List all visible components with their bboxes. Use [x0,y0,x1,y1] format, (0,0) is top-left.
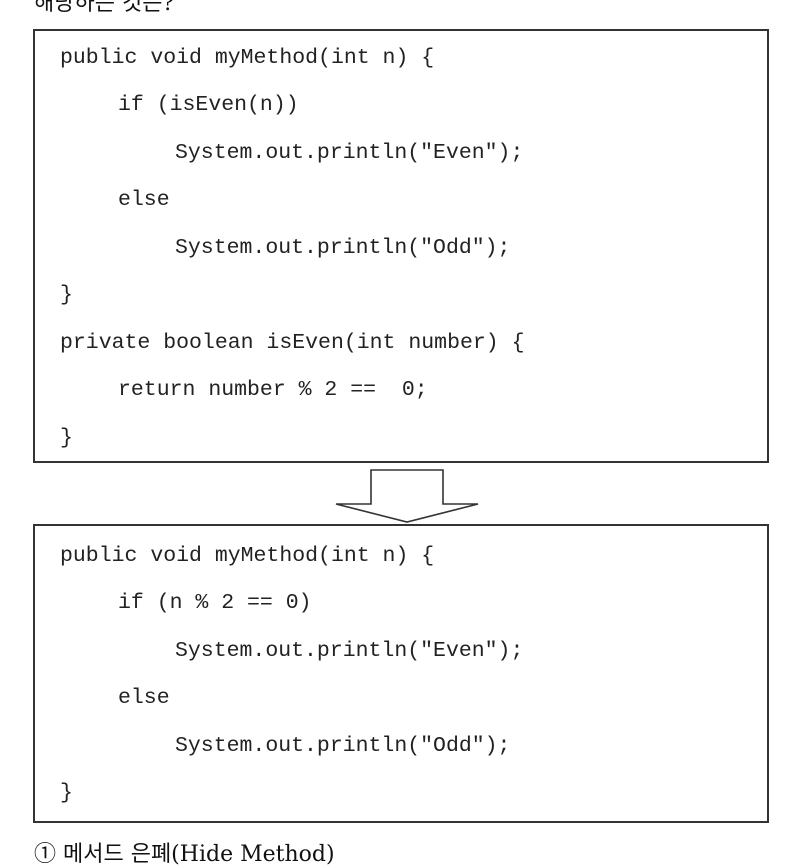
code-line: return number % 2 == 0; [118,378,428,402]
code-line: public void myMethod(int n) { [60,46,435,70]
code-line: System.out.println("Even"); [175,639,524,663]
code-line: } [60,426,73,450]
refactored-code-box: public void myMethod(int n) { if (n % 2 … [33,524,769,823]
code-line: } [60,781,73,805]
code-line: else [118,188,170,212]
down-arrow-icon [335,469,479,523]
code-line: if (isEven(n)) [118,93,299,117]
code-line: else [118,686,170,710]
code-line: } [60,283,73,307]
code-line: System.out.println("Odd"); [175,734,511,758]
code-line: System.out.println("Even"); [175,141,524,165]
original-code-box: public void myMethod(int n) { if (isEven… [33,29,769,463]
question-text-fragment: 해당하는 것은? [34,0,175,16]
code-line: private boolean isEven(int number) { [60,331,525,355]
code-line: if (n % 2 == 0) [118,591,312,615]
code-line: System.out.println("Odd"); [175,236,511,260]
code-line: public void myMethod(int n) { [60,544,435,568]
answer-choice-fragment: ① 메서드 은폐(Hide Method) [34,842,335,867]
